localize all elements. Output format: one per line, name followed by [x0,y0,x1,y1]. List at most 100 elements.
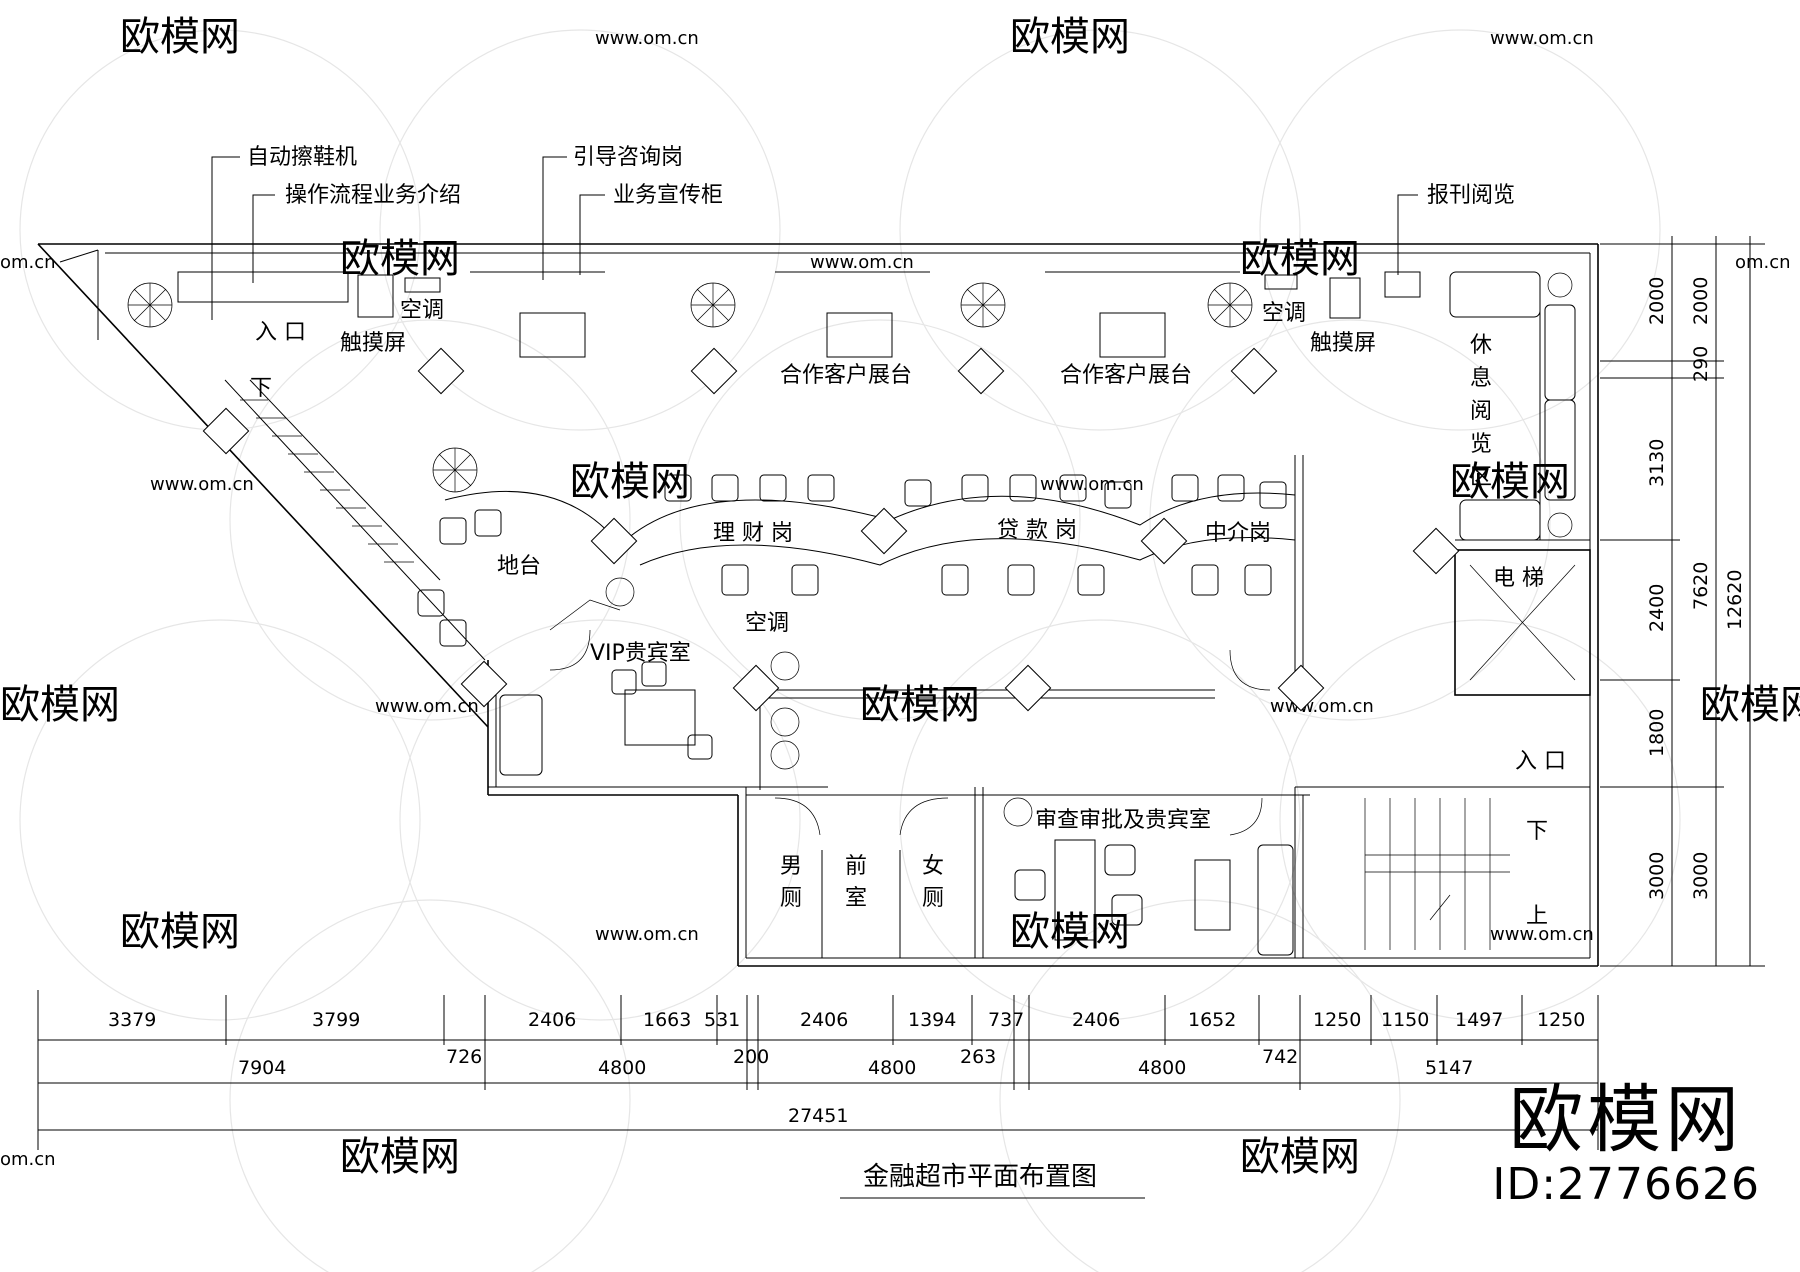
wm-site-2: www.om.cn [1490,28,1594,49]
dim-b1-2: 3799 [312,1009,360,1031]
wm-logo-10: 欧模网 [120,909,240,955]
label-womens-1: 女 [922,854,944,879]
wm-short-1: om.cn [0,252,56,273]
wm-logo-13: 欧模网 [1240,1134,1360,1180]
dim-r2-2: 290 [1690,346,1712,382]
label-promo-cabinet: 业务宣传柜 [613,183,723,208]
drawing-title-block: 金融超市平面布置图 [840,1162,1145,1199]
furniture-layer [127,271,1576,956]
dim-b1-6: 2406 [800,1009,848,1031]
dim-b1-10: 1652 [1188,1009,1236,1031]
dim-b1-9: 2406 [1072,1009,1120,1031]
dim-r1-4: 1800 [1646,709,1668,757]
label-touchscreen-1: 触摸屏 [340,331,406,356]
dim-b2-5: 4800 [868,1057,916,1079]
label-partner-stand-2: 合作客户展台 [1060,363,1192,388]
wm-logo-11: 欧模网 [1010,909,1130,955]
wm-logo-8: 欧模网 [860,682,980,728]
label-ac-2: 空调 [1262,301,1306,326]
label-mens-2: 厕 [780,886,802,911]
brand-id: ID:2776626 [1492,1159,1760,1210]
label-ac-1: 空调 [400,298,444,323]
label-loan-desk: 贷 款 岗 [997,518,1077,543]
dim-b2-8: 742 [1262,1046,1298,1068]
label-womens-2: 厕 [922,886,944,911]
room-labels: 入 口 下 空调 触摸屏 合作客户展台 合作客户展台 空调 触摸屏 休 息 阅 … [250,298,1566,929]
label-rest-1: 休 [1470,333,1492,358]
label-rest-3: 阅 [1470,399,1492,424]
label-mens-1: 男 [780,854,802,879]
callouts: 自动擦鞋机 操作流程业务介绍 引导咨询岗 业务宣传柜 报刊阅览 [247,145,1515,208]
label-shoe-polisher: 自动擦鞋机 [247,145,357,170]
drawing-title: 金融超市平面布置图 [863,1162,1097,1192]
label-wealth-desk: 理 财 岗 [713,521,793,546]
dim-b1-3: 2406 [528,1009,576,1031]
dim-b1-14: 1250 [1537,1009,1585,1031]
dim-b1-7: 1394 [908,1009,956,1031]
wm-site-6: www.om.cn [375,696,479,717]
label-entrance-right: 入 口 [1515,749,1566,774]
label-newspaper-reading: 报刊阅览 [1427,183,1515,208]
dim-r1-3: 2400 [1646,584,1668,632]
dim-r-total: 12620 [1724,570,1746,630]
label-review-room: 审查审批及贵宾室 [1035,808,1211,833]
dim-b1-5: 531 [704,1009,740,1031]
label-vip-room: VIP贵宾室 [590,641,691,666]
wm-logo-5: 欧模网 [570,459,690,505]
label-entrance-left: 入 口 [255,320,306,345]
dim-b1-11: 1250 [1313,1009,1361,1031]
label-partner-stand-1: 合作客户展台 [780,363,912,388]
right-dimensions: 2000 3130 2400 1800 3000 2000 290 7620 3… [1600,236,1765,967]
label-ac-3: 空调 [745,611,789,636]
dim-b2-3: 4800 [598,1057,646,1079]
label-up-right: 上 [1526,904,1548,929]
label-rest-5: 区 [1470,465,1492,490]
bottom-dimensions: 3379 3799 2406 1663 531 2406 1394 737 24… [37,990,1599,1150]
label-down-right: 下 [1526,819,1548,844]
dim-b-total: 27451 [788,1105,848,1127]
dim-r1-5: 3000 [1646,852,1668,900]
brand-watermark: 欧模网 ID:2776626 [1492,1080,1760,1210]
dim-b2-9: 5147 [1425,1057,1473,1079]
label-rest-2: 息 [1470,366,1492,391]
dim-b1-12: 1150 [1381,1009,1429,1031]
label-rest-4: 览 [1470,432,1492,457]
label-guide-desk: 引导咨询岗 [573,145,683,170]
dim-r2-4: 3000 [1690,852,1712,900]
dim-b1-13: 1497 [1455,1009,1503,1031]
dim-r2-3: 7620 [1690,562,1712,610]
dim-b2-2: 726 [446,1046,482,1068]
callout-leaders [211,156,1418,320]
dim-r2-1: 2000 [1690,277,1712,325]
dim-r1-2: 3130 [1646,439,1668,487]
wm-site-9: www.om.cn [1490,924,1594,945]
wm-short-3: om.cn [1735,252,1791,273]
label-down-left: 下 [250,376,272,401]
wm-logo-4: 欧模网 [1240,236,1360,282]
wm-logo-7: 欧模网 [0,682,120,728]
wm-site-7: www.om.cn [1270,696,1374,717]
dim-b2-4: 200 [733,1046,769,1068]
wm-site-3: www.om.cn [810,252,914,273]
dim-b1-8: 737 [988,1009,1024,1031]
label-front-1: 前 [845,854,867,879]
wm-short-2: om.cn [0,1149,56,1170]
dim-r1-1: 2000 [1646,277,1668,325]
wm-logo-2: 欧模网 [1010,14,1130,60]
label-platform: 地台 [497,554,541,579]
label-process-intro: 操作流程业务介绍 [285,183,461,208]
building-walls [37,243,1599,967]
wm-site-1: www.om.cn [595,28,699,49]
wm-logo-1: 欧模网 [120,14,240,60]
wm-logo-12: 欧模网 [340,1134,460,1180]
dim-b2-7: 4800 [1138,1057,1186,1079]
dim-b1-4: 1663 [643,1009,691,1031]
wm-logo-6: 欧模网 [1450,459,1570,505]
label-elevator: 电 梯 [1493,566,1544,591]
wm-site-4: www.om.cn [150,474,254,495]
brand-name: 欧模网 [1509,1077,1744,1163]
label-agency-desk: 中介岗 [1205,521,1271,546]
wm-site-8: www.om.cn [595,924,699,945]
dim-b2-6: 263 [960,1046,996,1068]
